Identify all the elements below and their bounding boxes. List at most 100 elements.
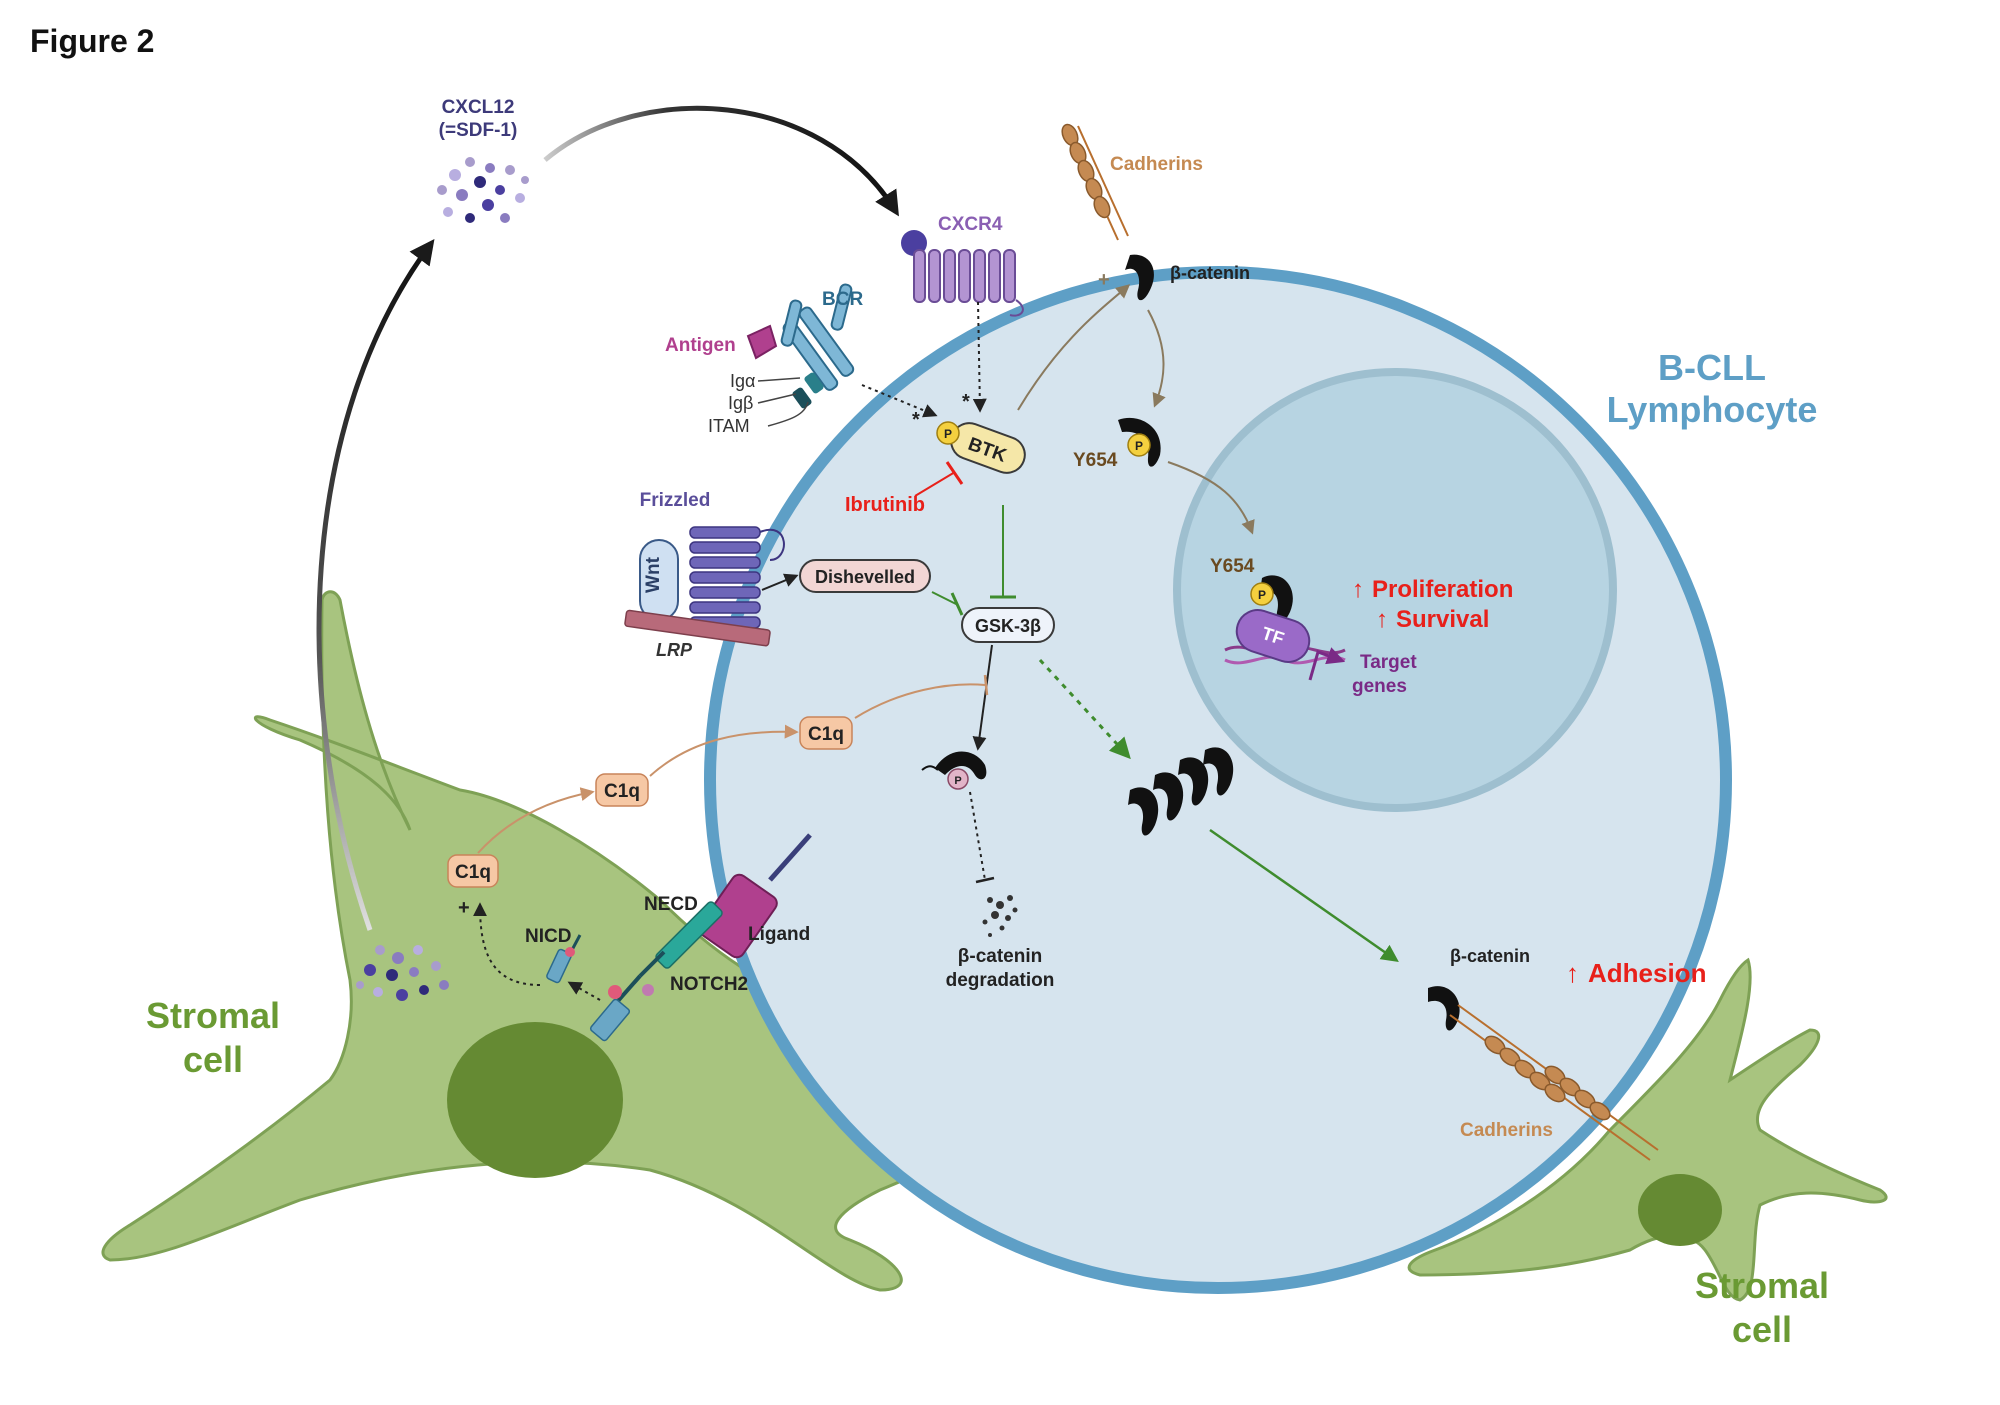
degradation-label-1: β-catenin (958, 946, 1042, 967)
bcr-receptor (780, 283, 855, 391)
star-mark-1: * (912, 409, 920, 431)
transcription-arrow-icon (1308, 647, 1346, 681)
proliferation-arrow: ↑ (1352, 576, 1364, 603)
bcr-iga-igb (792, 372, 824, 409)
dishevelled-inhibits-gsk-bar (950, 592, 964, 616)
stromal-left-label-2: cell (183, 1039, 243, 1080)
y654-phospho-label-2: P (1258, 588, 1266, 602)
arrow-btk-to-bcatenin (1017, 284, 1131, 411)
cxcl12-dots-top (437, 157, 529, 223)
igb-label: Igβ (728, 393, 753, 413)
y654-phospho-label-1: P (1135, 439, 1143, 453)
pbcatenin-to-degradation-line (969, 791, 986, 881)
arrow-notch2-to-nicd (567, 981, 601, 1001)
bcr-label-leaders (757, 377, 809, 427)
degradation-label-2: degradation (946, 970, 1055, 991)
dishevelled-box (799, 559, 931, 593)
arrow-bcatenin-to-y654 (1147, 309, 1166, 408)
ibrutinib-label: Ibrutinib (845, 494, 925, 516)
arrow-c1q-2-to-3 (649, 724, 799, 777)
necd-label: NECD (644, 894, 698, 915)
cadherins-top-icon (1061, 123, 1129, 241)
frizzled-label: Frizzled (640, 490, 711, 511)
cxcr4-receptor (913, 249, 1016, 303)
c1q-box-1 (447, 854, 499, 888)
gsk3b-label: GSK-3β (975, 616, 1041, 636)
arrow-cxcl12-to-cxcr4 (543, 105, 899, 217)
arrow-gsk-to-pbcatenin (972, 644, 993, 751)
lrp-label: LRP (656, 640, 693, 660)
ligand-shape (698, 833, 812, 959)
gsk3b-box (961, 607, 1055, 643)
cadherins-bottom-icon (1449, 1004, 1659, 1161)
arrow-y654-to-nucleus (1167, 461, 1255, 535)
c1q-label-2: C1q (604, 781, 640, 802)
bcatenin-top-icon (1125, 254, 1154, 301)
stromal-cell-right-body (1407, 957, 1888, 1302)
stromal-right-label-1: Stromal (1695, 1265, 1829, 1306)
tf-shape (1235, 609, 1311, 663)
cell-name-line1: B-CLL (1658, 347, 1766, 388)
y654-label-2: Y654 (1210, 556, 1255, 577)
notch2-label: NOTCH2 (670, 974, 748, 995)
cadherins-top-label: Cadherins (1110, 154, 1203, 175)
bcatenin-top-label: β-catenin (1170, 263, 1250, 283)
antigen-label: Antigen (665, 335, 736, 356)
btk-phospho-label: P (944, 427, 952, 441)
cell-name-line2: Lymphocyte (1607, 389, 1818, 430)
necd-shape (638, 901, 723, 978)
stromal-left-label-1: Stromal (146, 995, 280, 1036)
arrow-c1q-1-to-2 (477, 787, 595, 854)
pbcatenin-phospho-label: P (954, 775, 961, 787)
nicd-label: NICD (525, 926, 571, 947)
stromal-cell-right (1407, 957, 1888, 1302)
c1q-label-1: C1q (455, 862, 491, 883)
iga-label: Igα (730, 371, 755, 391)
cxcl12-label-1: CXCL12 (442, 97, 515, 118)
target-genes-label-1: Target (1360, 652, 1417, 673)
lrp-shape (624, 609, 771, 647)
stromal-cell-left (101, 590, 1072, 1292)
cxcl12-dots-stroma (356, 945, 449, 1001)
star-mark-2: * (962, 391, 970, 413)
notch2-receptor (589, 974, 654, 1042)
adhesion-arrow: ↑ (1566, 958, 1579, 988)
dishevelled-label: Dishevelled (815, 567, 915, 587)
arrow-frizzled-to-dishevelled (761, 573, 799, 591)
y654-label-1: Y654 (1073, 450, 1118, 471)
figure-title: Figure 2 (30, 23, 154, 59)
c1q-label-3: C1q (808, 724, 844, 745)
plus-mark-btk: + (1098, 269, 1110, 291)
frizzled-tail (759, 528, 785, 561)
bcatenin-y654-icon: P (1118, 417, 1161, 467)
bcatenin-pool-icon (1128, 747, 1234, 836)
c1q-inhibits-gsk-bar (983, 674, 989, 696)
dishevelled-inhibits-gsk-line (931, 591, 959, 606)
cxcr4-label: CXCR4 (938, 214, 1003, 235)
arrow-bcr-to-btk (861, 384, 938, 418)
arrow-nicd-to-c1q (473, 902, 541, 986)
bcr-label: BCR (822, 289, 863, 310)
degradation-fragments-icon (982, 895, 1018, 937)
c1q-box-2 (595, 773, 649, 807)
bcatenin-nucleus-icon: P (1250, 575, 1293, 623)
ibrutinib-inhibition-bar (945, 461, 964, 485)
ligand-label: Ligand (748, 924, 810, 945)
target-genes-label-2: genes (1352, 676, 1407, 697)
frizzled-receptor (689, 526, 761, 629)
arrow-bcatenin-to-adhesion (1209, 828, 1399, 963)
itam-label: ITAM (708, 416, 750, 436)
c1q-inhibits-gsk-line (854, 683, 986, 719)
stromal-right-nucleus (1638, 1174, 1722, 1246)
stromal-left-nucleus (447, 1022, 623, 1178)
survival-arrow: ↑ (1376, 606, 1388, 633)
plus-mark-nicd: + (458, 897, 470, 919)
btk-protein: BTK P (936, 421, 1026, 474)
pbcatenin-icon: P (921, 751, 987, 790)
btk-phospho-icon (936, 421, 960, 445)
wnt-label: Wnt (643, 556, 664, 593)
pbcatenin-to-degradation-bar (975, 876, 995, 884)
adhesion-label: Adhesion (1588, 958, 1706, 988)
